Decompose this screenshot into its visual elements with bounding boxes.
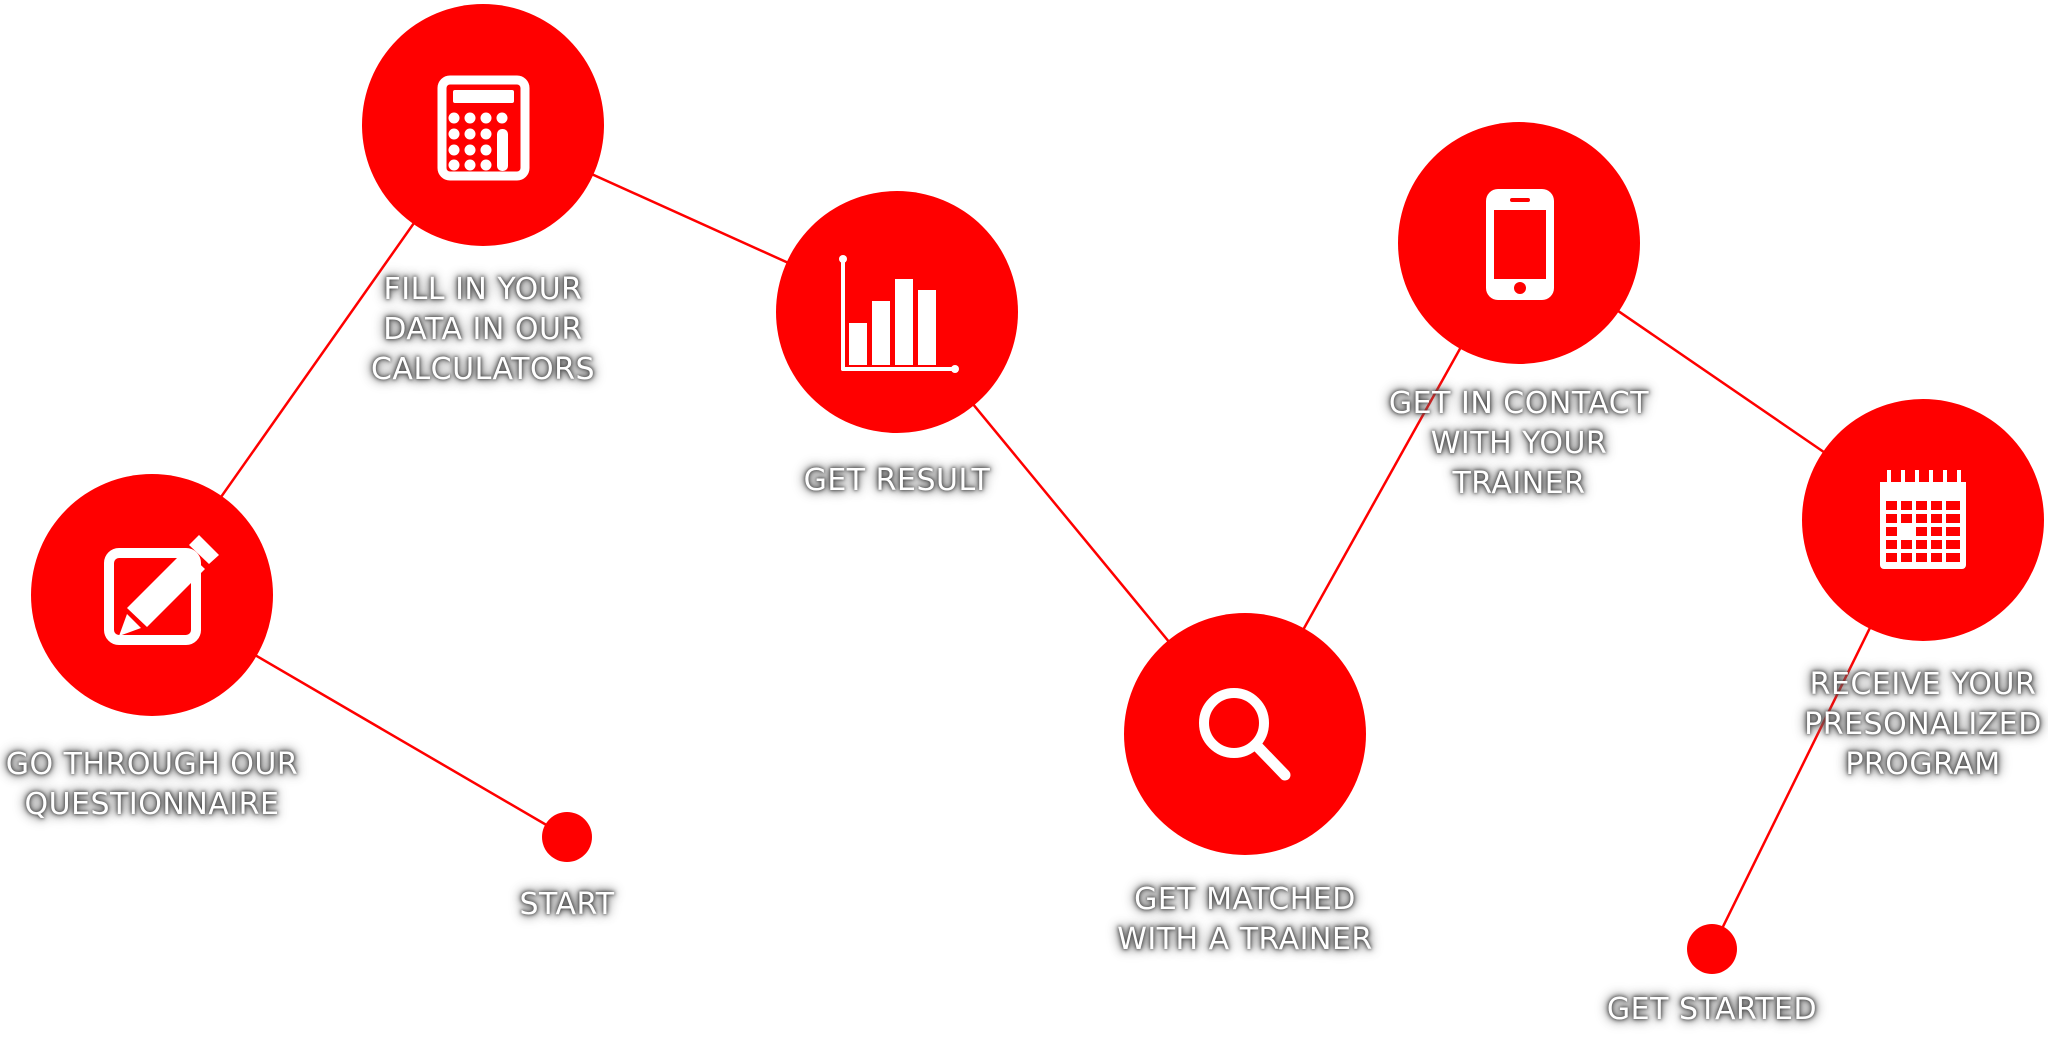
step-matched-node[interactable] <box>1124 613 1366 855</box>
step-matched-label: GET MATCHED WITH A TRAINER <box>1117 882 1373 957</box>
bar-chart-icon <box>839 255 959 373</box>
smartphone-icon <box>1486 189 1554 300</box>
step-program-node[interactable] <box>1802 399 2044 641</box>
get-started-label: GET STARTED <box>1606 992 1818 1027</box>
edit-form-icon <box>104 535 219 645</box>
step-calculators-node[interactable] <box>362 4 604 246</box>
step-matched-circle <box>1124 613 1366 855</box>
connectors <box>150 123 1925 950</box>
step-result-node[interactable] <box>776 191 1018 433</box>
search-icon <box>1199 688 1291 781</box>
step-calculators-label: FILL IN YOUR DATA IN OUR CALCULATORS <box>370 272 595 387</box>
step-result-label: GET RESULT <box>803 463 991 498</box>
step-questionnaire-label: GO THROUGH OUR QUESTIONNAIRE <box>5 747 299 822</box>
step-program-label: RECEIVE YOUR PRESONALIZED PROGRAM <box>1804 667 2042 782</box>
step-contact-node[interactable] <box>1398 122 1640 364</box>
calculator-icon <box>437 75 530 181</box>
step-calculators-circle <box>362 4 604 246</box>
start-dot[interactable] <box>542 812 592 862</box>
start-label: START <box>519 887 615 922</box>
get-started-dot[interactable] <box>1687 924 1737 974</box>
calendar-icon <box>1880 470 1966 569</box>
step-contact-label: GET IN CONTACT WITH YOUR TRAINER <box>1388 386 1650 501</box>
step-questionnaire-node[interactable] <box>31 474 273 716</box>
